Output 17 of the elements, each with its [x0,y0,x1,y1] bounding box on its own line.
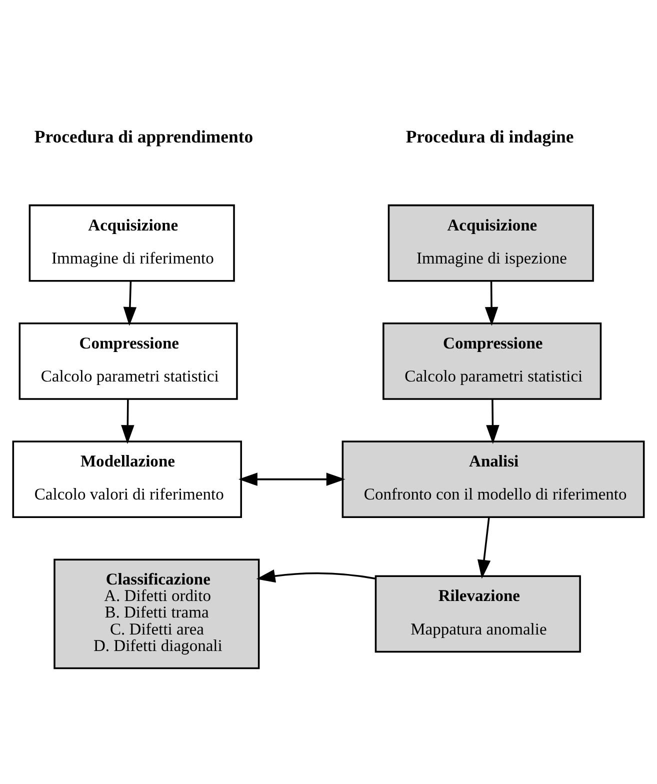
arrow [123,280,137,326]
node-box: Acquisizione Immagine di ispezione [388,204,594,282]
node-box: Modellazione Calcolo valori di riferimento [12,440,242,518]
arrow [238,472,346,486]
node-box: Compressione Calcolo parametri statistici [18,322,238,400]
node-box: Acquisizione Immagine di riferimento [28,204,235,282]
node-box: Compressione Calcolo parametri statistici [382,322,602,400]
node-box: Rilevazione Mappatura anomalie [374,574,581,652]
arrow [486,398,500,444]
arrow [477,516,491,578]
label: Procedura di apprendimento [34,126,254,146]
label: Procedura di indagine [406,126,574,146]
arrow [256,568,376,582]
arrow [484,280,498,326]
node-box: Classificazione A. Difetti ordito B. Difetti trama C. Difetti area D. Difetti diagonali [54,558,260,669]
arrow [121,398,134,444]
node-box: Analisi Confronto con il modello di riferimento [342,440,645,518]
